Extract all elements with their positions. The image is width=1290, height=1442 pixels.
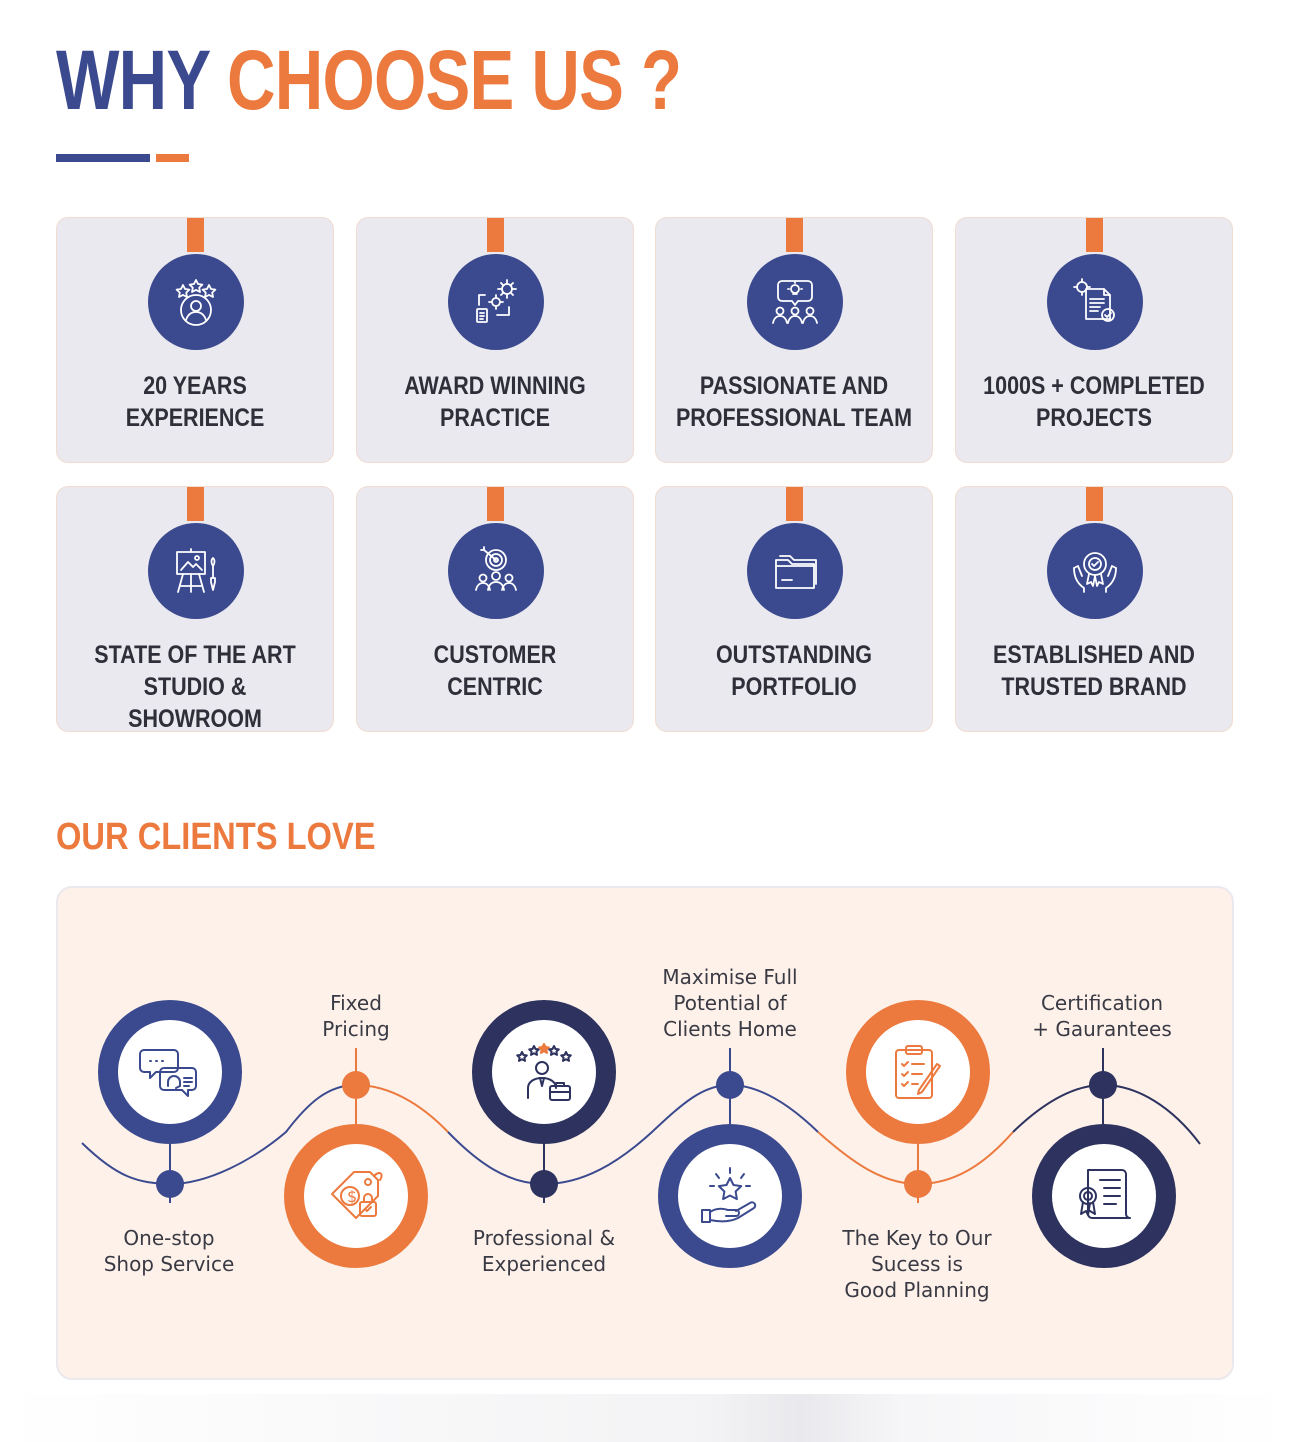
feature-label: ESTABLISHED AND TRUSTED BRAND	[993, 641, 1195, 701]
client-label-maximise: Maximise Full Potential of Clients Home	[662, 965, 798, 1041]
person-stars-briefcase-icon	[472, 1000, 616, 1144]
feature-card-brand: ESTABLISHED AND TRUSTED BRAND	[955, 486, 1233, 732]
clients-section-title: OUR CLIENTS LOVE	[56, 816, 376, 858]
card-hanger	[1086, 218, 1103, 252]
stars-person-icon	[148, 254, 244, 350]
feature-card-experience: 20 YEARS EXPERIENCE	[56, 217, 334, 463]
gear-process-icon	[448, 254, 544, 350]
document-check-icon	[1047, 254, 1143, 350]
feature-card-portfolio: OUTSTANDING PORTFOLIO	[655, 486, 933, 732]
feature-card-studio: STATE OF THE ART STUDIO & SHOWROOM	[56, 486, 334, 733]
title-word-choose-us: CHOOSE US ?	[227, 33, 682, 127]
title-underline-orange	[156, 154, 189, 162]
title-underline-blue	[56, 154, 150, 162]
feature-label: AWARD WINNING PRACTICE	[404, 372, 586, 432]
target-people-icon	[448, 523, 544, 619]
chat-support-icon	[98, 1000, 242, 1144]
page-title: WHY CHOOSE US ?	[56, 30, 682, 130]
client-label-certification: Certification + Gaurantees	[1032, 991, 1172, 1041]
card-hanger	[1086, 487, 1103, 521]
easel-brush-icon	[148, 523, 244, 619]
card-hanger	[487, 218, 504, 252]
feature-label: 1000S + COMPLETED PROJECTS	[983, 372, 1205, 432]
client-label-one-stop: One-stop Shop Service	[103, 1226, 235, 1276]
feature-card-projects: 1000S + COMPLETED PROJECTS	[955, 217, 1233, 463]
title-word-why: WHY	[56, 33, 210, 127]
trust-badge-hands-icon	[1047, 523, 1143, 619]
clipboard-pen-icon	[846, 1000, 990, 1144]
feature-card-customer: CUSTOMER CENTRIC	[356, 486, 634, 732]
card-hanger	[786, 218, 803, 252]
feature-label: 20 YEARS EXPERIENCE	[125, 372, 265, 432]
feature-label: OUTSTANDING PORTFOLIO	[715, 641, 873, 701]
wave-timeline	[81, 1048, 1201, 1203]
client-label-professional: Professional & Experienced	[472, 1226, 616, 1276]
card-hanger	[786, 487, 803, 521]
hand-star-icon	[658, 1124, 802, 1268]
clients-panel: $	[56, 886, 1234, 1380]
feature-label: STATE OF THE ART STUDIO & SHOWROOM	[94, 641, 296, 733]
feature-card-award: AWARD WINNING PRACTICE	[356, 217, 634, 463]
card-hanger	[187, 487, 204, 521]
feature-label: CUSTOMER CENTRIC	[433, 641, 557, 701]
card-hanger	[487, 487, 504, 521]
client-label-planning: The Key to Our Sucess is Good Planning	[842, 1226, 992, 1302]
certificate-icon	[1032, 1124, 1176, 1268]
card-hanger	[187, 218, 204, 252]
price-tag-lock-icon: $	[284, 1124, 428, 1268]
folder-icon	[747, 523, 843, 619]
feature-label: PASSIONATE AND PROFESSIONAL TEAM	[675, 372, 913, 432]
client-label-fixed-pricing: Fixed Pricing	[322, 991, 390, 1041]
svg-text:$: $	[347, 1187, 357, 1206]
feature-card-team: PASSIONATE AND PROFESSIONAL TEAM	[655, 217, 933, 463]
footer-strip	[0, 1394, 1290, 1442]
team-idea-icon	[747, 254, 843, 350]
